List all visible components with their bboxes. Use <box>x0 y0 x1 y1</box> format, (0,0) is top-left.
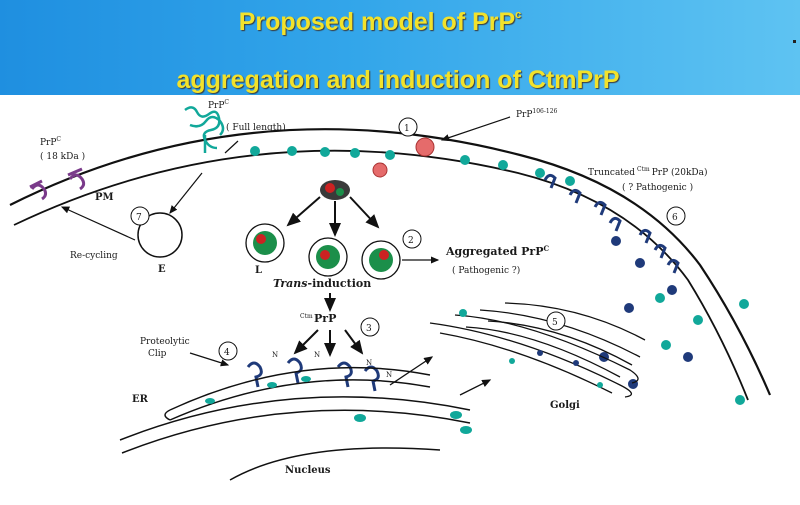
arrow-to-l <box>286 196 321 227</box>
n-label-3: N <box>366 359 372 367</box>
truncated-pathogenic-label: ( ? Pathogenic ) <box>622 182 693 193</box>
n-label-4: N <box>386 371 392 379</box>
er-teal-marks <box>205 376 472 434</box>
kda18-label: ( 18 kDa ) <box>40 151 85 162</box>
truncated-prp-icons <box>543 173 680 274</box>
prpc-18kda-icons <box>29 167 86 201</box>
aggregated-label: Aggregated PrPC <box>445 244 549 258</box>
ctm-sup: Ctm <box>300 313 313 320</box>
prp106-aggregate <box>415 137 435 157</box>
endocytosis-arrow <box>169 172 203 214</box>
membrane-dots <box>250 146 749 405</box>
title-banner: Proposed model of PrPc aggregation and i… <box>0 0 800 95</box>
step-5-label: 5 <box>552 318 558 328</box>
ctm-arrow-left <box>293 329 319 355</box>
plasma-membrane-inner <box>13 149 749 401</box>
ctm-arrow-right <box>344 329 364 355</box>
golgi-dots <box>459 309 603 388</box>
er-label: ER <box>132 394 149 405</box>
golgi-label: Golgi <box>550 400 580 411</box>
title-line-1: Proposed model of PrPc <box>238 8 522 36</box>
er-to-golgi-arrow-2 <box>389 356 434 386</box>
step-2-marker <box>402 229 422 249</box>
step-3-marker <box>360 317 380 337</box>
prpc-full-length-icon <box>184 106 225 153</box>
n-label-2: N <box>314 351 320 359</box>
full-length-label: ( Full length) <box>226 122 286 133</box>
step-4-label: 4 <box>224 348 230 358</box>
aggregated-pathogenic-label: ( Pathogenic ?) <box>452 265 520 276</box>
lysosome-label: L <box>255 265 262 276</box>
prpc-18-label: PrPC <box>40 136 61 148</box>
banner-mark <box>793 40 796 43</box>
step-7-label: 7 <box>136 213 142 223</box>
step-1-label: 1 <box>404 124 410 134</box>
recycling-arrow <box>60 206 136 241</box>
cell-diagram-svg: PrPC ( Full length) PrPC ( 18 kDa ) PM E… <box>9 99 772 481</box>
step-1-marker <box>398 117 418 137</box>
plasma-membrane-outer <box>9 128 772 396</box>
step-7-marker <box>130 206 150 226</box>
prp106-arrow <box>440 116 511 142</box>
pm-label: PM <box>95 192 114 203</box>
golgi-apparatus <box>429 302 646 398</box>
prp106-aggregate-2 <box>372 162 388 178</box>
full-length-pointer <box>224 140 239 154</box>
truncated-prp-dots <box>599 236 693 389</box>
step-3-label: 3 <box>366 324 372 334</box>
trans-induction-label: Trans-induction <box>273 277 371 290</box>
arrow-to-right <box>349 196 380 229</box>
step-2-label: 2 <box>408 236 414 246</box>
cell-diagram: PrPC ( Full length) PrPC ( 18 kDa ) PM E… <box>0 95 800 500</box>
clip-label: Clip <box>148 349 167 359</box>
step-6-label: 6 <box>672 213 678 223</box>
title-line-2: aggregation and induction of CtmPrP <box>176 66 620 94</box>
step-5-marker <box>546 311 566 331</box>
ctmprp-label: PrP <box>314 312 336 325</box>
endosome <box>137 212 183 258</box>
step-6-marker <box>666 206 686 226</box>
prpc-full-label: PrPC <box>208 99 229 111</box>
endosome-label: E <box>158 264 166 275</box>
proteolytic-label: Proteolytic <box>140 337 190 347</box>
endoplasmic-reticulum <box>119 366 471 481</box>
er-to-golgi-arrow <box>459 379 492 396</box>
prp106-label: PrP106-126 <box>516 108 558 120</box>
membrane-aggregate <box>320 180 350 200</box>
proteolytic-arrow <box>189 352 230 367</box>
recycling-label: Re-cycling <box>70 251 118 261</box>
n-label-1: N <box>272 351 278 359</box>
nucleus-label: Nucleus <box>285 465 331 476</box>
lysosome-vesicles <box>245 223 401 280</box>
